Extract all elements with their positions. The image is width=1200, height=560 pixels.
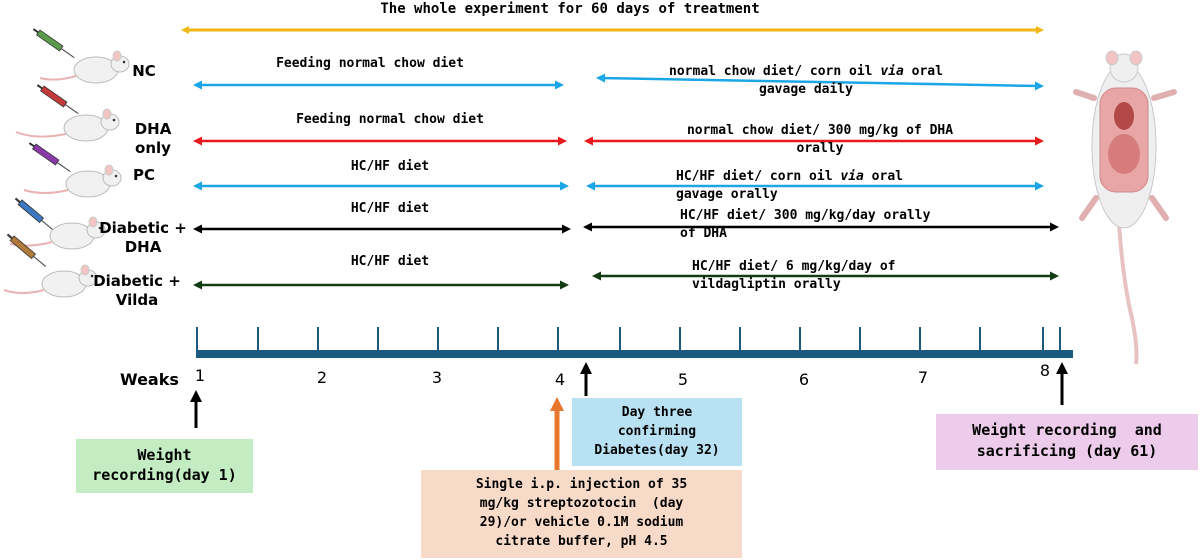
injection-line1: Single i.p. injection of 35: [475, 477, 688, 492]
syringe-icon: [14, 197, 55, 232]
group-label-line: DHA: [134, 120, 172, 138]
confirm-line2: confirming: [617, 424, 697, 439]
group-label-dha-only: DHA only: [120, 120, 186, 158]
timeline-ticks: [196, 327, 1061, 352]
group-label-line: Diabetic +: [93, 272, 181, 290]
week-label: 8: [1039, 361, 1051, 380]
week-label: 3: [431, 368, 443, 387]
mouse-icon: [9, 216, 106, 250]
confirm-line3: Diabetes(day 32): [594, 443, 720, 458]
syringe-icon: [32, 28, 75, 59]
nc-phase2-line1: normal chow diet/ corn oil via oral: [669, 64, 943, 79]
week-label: 4: [554, 370, 566, 389]
nc-phase2-text: normal chow diet/ corn oil via oral gava…: [606, 63, 1006, 99]
dha-only-phase2-line1: normal chow diet/ 300 mg/kg of DHA: [686, 123, 954, 138]
mouse-icon: [39, 50, 130, 84]
day1-line1: Weight: [137, 446, 192, 464]
day1-line2: recording(day 1): [92, 466, 237, 484]
syringe-icon: [36, 84, 79, 115]
pc-phase2-line2: gavage orally: [676, 187, 778, 202]
diabetic-vilda-phase2-line1: HC/HF diet/ 6 mg/kg/day of: [692, 259, 896, 274]
syringe-icon: [6, 233, 47, 268]
mouse-icon: [15, 108, 120, 142]
dissected-rat-icon: [1073, 50, 1177, 365]
mouse-icon: [3, 264, 98, 298]
pc-phase2-text: HC/HF diet/ corn oil via oral gavage ora…: [630, 168, 1030, 204]
injection-box: Single i.p. injection of 35 mg/kg strept…: [421, 470, 742, 558]
diabetic-vilda-phase1-text: HC/HF diet: [350, 254, 430, 269]
end-line2: sacrificing (day 61): [976, 442, 1158, 460]
sacrifice-box: Weight recording and sacrificing (day 61…: [936, 414, 1198, 470]
dha-only-phase2-line2: orally: [796, 141, 844, 156]
group-label-line: DHA: [124, 238, 162, 256]
diabetic-dha-phase2-line2: of DHA: [680, 226, 727, 241]
timeline-bar: [196, 350, 1073, 358]
day1-weight-box: Weight recording(day 1): [76, 439, 253, 493]
pc-phase2-line1: HC/HF diet/ corn oil via oral: [676, 169, 903, 184]
timeline-axis-label: Weaks: [120, 370, 179, 389]
experiment-title: The whole experiment for 60 days of trea…: [380, 1, 760, 17]
diabetic-dha-phase2-line1: HC/HF diet/ 300 mg/kg/day orally: [680, 208, 931, 223]
group-label-line: only: [135, 139, 171, 157]
group-label-line: Vilda: [115, 291, 159, 309]
mouse-icon: [23, 164, 122, 198]
group-label-pc: PC: [132, 166, 155, 184]
nc-phase1-text: Feeding normal chow diet: [276, 56, 464, 71]
end-line1: Weight recording and: [972, 421, 1162, 439]
group-label-diabetic-dha: Diabetic + DHA: [88, 219, 198, 257]
confirm-line1: Day three: [621, 405, 693, 420]
diabetic-vilda-phase2-text: HC/HF diet/ 6 mg/kg/day of vildagliptin …: [692, 258, 1052, 294]
syringe-icon: [28, 142, 71, 173]
dha-only-phase2-text: normal chow diet/ 300 mg/kg of DHA orall…: [620, 122, 1020, 158]
week-label: 6: [798, 370, 810, 389]
injection-line4: citrate buffer, pH 4.5: [495, 534, 668, 549]
nc-phase2-arrow: [596, 73, 1044, 91]
week-label: 7: [917, 368, 929, 387]
pc-phase1-text: HC/HF diet: [350, 159, 430, 174]
injection-line2: mg/kg streptozotocin (day: [479, 496, 684, 511]
week-label: 5: [677, 370, 689, 389]
confirm-diabetes-box: Day three confirming Diabetes(day 32): [572, 398, 742, 466]
group-label-nc: NC: [132, 62, 156, 80]
dha-only-phase1-text: Feeding normal chow diet: [296, 112, 484, 127]
diabetic-dha-phase2-text: HC/HF diet/ 300 mg/kg/day orally of DHA: [680, 207, 1040, 243]
week-label: 1: [194, 366, 206, 385]
diabetic-vilda-phase2-line2: vildagliptin orally: [692, 277, 841, 292]
diabetic-dha-phase1-text: HC/HF diet: [350, 201, 430, 216]
week-label: 2: [316, 368, 328, 387]
injection-line3: 29)/or vehicle 0.1M sodium: [479, 515, 684, 530]
group-label-diabetic-vilda: Diabetic + Vilda: [82, 272, 192, 310]
group-label-line: Diabetic +: [99, 219, 187, 237]
nc-phase2-line2: gavage daily: [759, 82, 853, 97]
